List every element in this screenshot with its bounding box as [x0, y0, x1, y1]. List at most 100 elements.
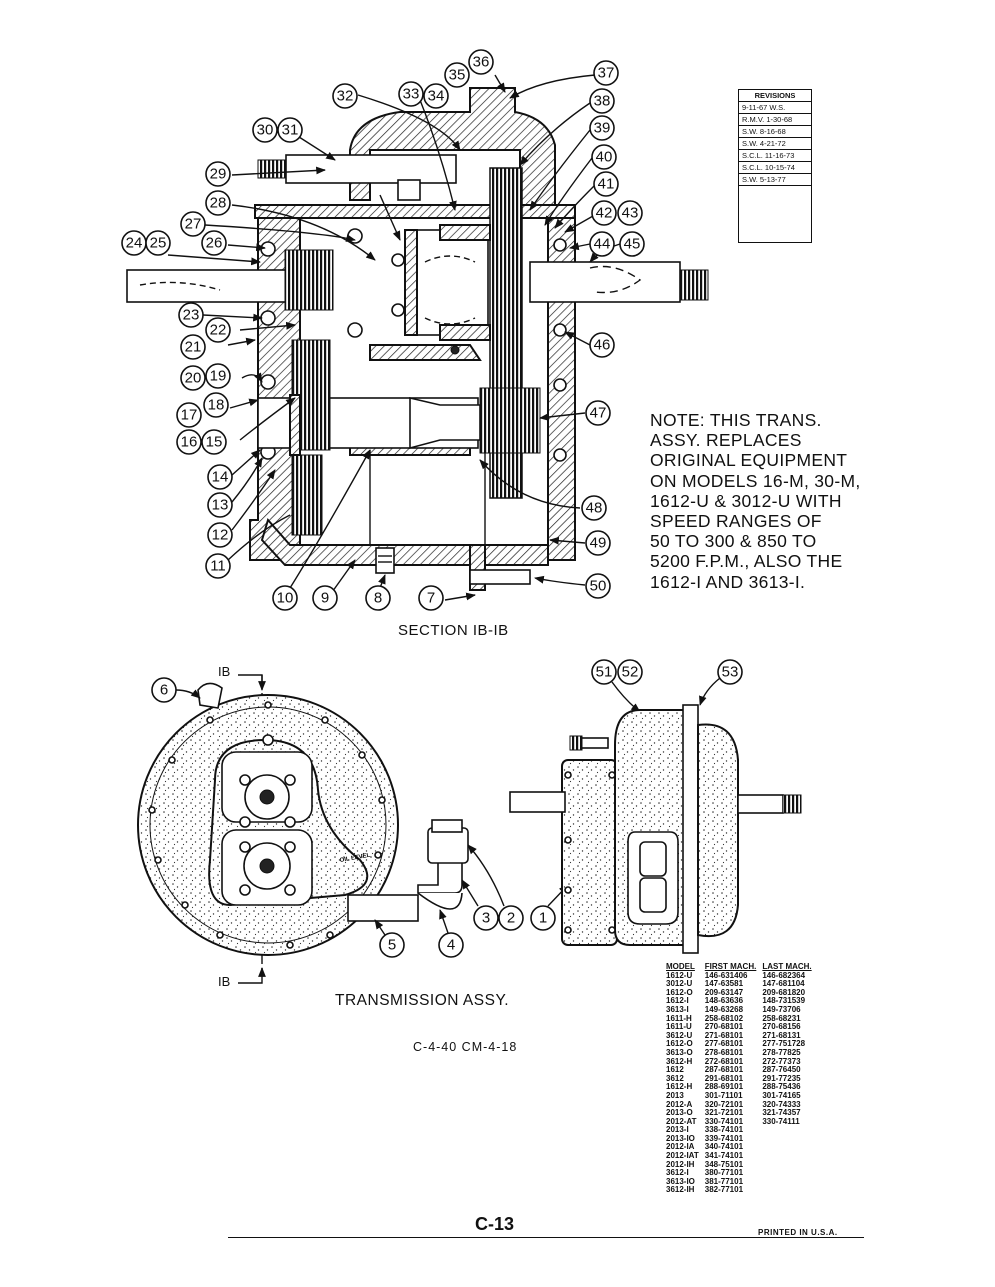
- callout-47: 47: [585, 400, 611, 426]
- svg-text:4: 4: [447, 937, 455, 954]
- svg-text:10: 10: [277, 590, 294, 607]
- callout-22: 22: [205, 317, 231, 343]
- last-mach-cell: 277-751728: [762, 1039, 806, 1049]
- last-mach-header: LAST MACH.: [762, 962, 812, 971]
- last-mach-cell: 258-68231: [762, 1013, 801, 1023]
- section-leaders: [167, 74, 621, 601]
- model-cell: 1611-U: [666, 1022, 692, 1032]
- svg-text:7: 7: [427, 590, 435, 607]
- callout-41: 41: [593, 171, 619, 197]
- model-cell: 3612-H: [666, 1056, 693, 1066]
- svg-text:2: 2: [507, 910, 515, 927]
- housing-top: [254, 204, 576, 219]
- first-mach-cell: 381-77101: [704, 1176, 744, 1186]
- revision-entry: S.W. 4-21-72: [739, 138, 811, 150]
- callout-31: 31: [277, 117, 303, 143]
- svg-text:5: 5: [388, 937, 396, 954]
- svg-text:37: 37: [598, 65, 615, 82]
- svg-text:21: 21: [185, 339, 202, 356]
- last-mach-cell: 147-681104: [762, 979, 805, 989]
- svg-text:3: 3: [482, 910, 490, 927]
- svg-text:50: 50: [590, 578, 607, 595]
- first-mach-cell: 339-74101: [704, 1133, 744, 1143]
- note-line: ASSY. REPLACES: [650, 430, 802, 451]
- callout-26: 26: [201, 230, 227, 256]
- union: [427, 827, 469, 864]
- shifter-rod: [285, 154, 457, 184]
- first-mach-cell: 258-68102: [704, 1013, 744, 1023]
- output-shaft: [529, 261, 681, 303]
- model-cell: 2013-O: [666, 1108, 693, 1118]
- model-cell: 2012-IA: [666, 1142, 695, 1152]
- first-mach-cell: 348-75101: [704, 1159, 744, 1169]
- countershaft-gear-right: [479, 387, 541, 454]
- last-mach-cell: 287-76450: [762, 1065, 801, 1075]
- first-mach-header: FIRST MACH.: [704, 962, 757, 971]
- last-mach-cell: 270-68156: [762, 1022, 801, 1032]
- callout-8: 8: [365, 585, 391, 611]
- last-mach-cell: [762, 1161, 817, 1170]
- drawing-codes: C-4-40 CM-4-18: [413, 1040, 518, 1054]
- svg-text:44: 44: [594, 236, 611, 253]
- model-cell: 2012-IAT: [666, 1151, 699, 1161]
- model-header: MODEL: [666, 962, 695, 971]
- model-cell: 2013-I: [666, 1125, 689, 1135]
- side-housing-back: [697, 723, 739, 938]
- filler-cap: [197, 682, 223, 709]
- last-mach-cell: 288-75436: [762, 1082, 801, 1092]
- clutch-hub: [412, 229, 489, 336]
- model-cell: 2012-IH: [666, 1159, 695, 1169]
- callout-29: 29: [205, 161, 231, 187]
- breather-pipe: [469, 569, 531, 585]
- last-mach-cell: 146-682364: [762, 970, 806, 980]
- callout-50: 50: [585, 573, 611, 599]
- revision-entry: S.C.L. 11-16-73: [739, 150, 811, 162]
- callout-34: 34: [423, 83, 449, 109]
- revision-entry: R.M.V. 1-30-68: [739, 114, 811, 126]
- callout-33: 33: [398, 81, 424, 107]
- svg-text:6: 6: [160, 682, 168, 699]
- model-cell: 2012-AT: [666, 1116, 697, 1126]
- svg-text:27: 27: [185, 216, 202, 233]
- first-mach-cell: 320-72101: [704, 1099, 744, 1109]
- assembly-title: TRANSMISSION ASSY.: [335, 992, 510, 1009]
- svg-text:20: 20: [185, 370, 202, 387]
- model-cell: 3612-U: [666, 1030, 693, 1040]
- first-mach-cell: 147-63581: [704, 979, 744, 989]
- first-mach-cell: 330-74101: [704, 1116, 744, 1126]
- svg-text:16: 16: [181, 434, 198, 451]
- callout-12: 12: [207, 522, 233, 548]
- callout-24: 24: [121, 230, 147, 256]
- note-line: 1612-I AND 3613-I.: [650, 571, 806, 592]
- svg-text:8: 8: [374, 590, 382, 607]
- callout-36: 36: [468, 49, 494, 75]
- svg-text:1: 1: [539, 910, 547, 927]
- callout-4: 4: [438, 932, 464, 958]
- note-line: ORIGINAL EQUIPMENT: [650, 450, 848, 471]
- last-mach-cell: [762, 1135, 817, 1144]
- callout-43: 43: [617, 200, 643, 226]
- last-mach-cell: 209-681820: [762, 987, 806, 997]
- callout-13: 13: [207, 492, 233, 518]
- callout-35: 35: [444, 62, 470, 88]
- svg-text:35: 35: [449, 67, 466, 84]
- center-web: [369, 344, 482, 361]
- svg-text:52: 52: [622, 664, 639, 681]
- svg-text:33: 33: [403, 86, 420, 103]
- model-cell: 1612-O: [666, 987, 693, 997]
- callout-42: 42: [591, 200, 617, 226]
- callout-17: 17: [176, 402, 202, 428]
- first-mach-cell: 149-63268: [704, 1004, 744, 1014]
- svg-text:41: 41: [598, 176, 615, 193]
- model-cell: 1612-H: [666, 1082, 693, 1092]
- top-housing-cap: [349, 87, 556, 206]
- side-input-shaft: [509, 791, 566, 813]
- last-mach-cell: 149-73706: [762, 1004, 801, 1014]
